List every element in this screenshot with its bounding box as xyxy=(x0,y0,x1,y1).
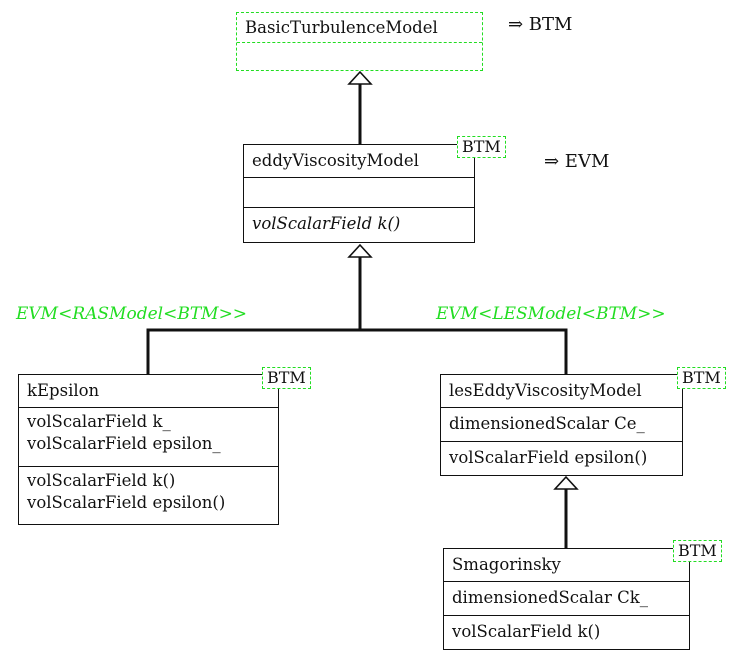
attributes-section xyxy=(244,178,474,208)
edge-kepsilon-to-evm xyxy=(146,328,360,374)
class-divider xyxy=(237,42,482,43)
method: volScalarField epsilon() xyxy=(27,493,226,512)
alias-evm: ⇒ EVM xyxy=(544,151,610,172)
methods-section: volScalarField k() volScalarField epsilo… xyxy=(19,467,278,524)
method: volScalarField k() xyxy=(27,471,176,490)
method: volScalarField epsilon() xyxy=(449,448,648,467)
class-eddy-viscosity-model: eddyViscosityModel volScalarField k() xyxy=(243,144,475,243)
template-tag-btm: BTM xyxy=(457,136,506,158)
method: volScalarField k() xyxy=(252,214,401,233)
inheritance-arrowhead-evm xyxy=(347,243,373,258)
class-basic-turbulence-model: BasicTurbulenceModel xyxy=(236,12,483,71)
class-name: BasicTurbulenceModel xyxy=(245,18,438,37)
inheritance-arrowhead-les xyxy=(553,475,579,490)
template-tag-btm: BTM xyxy=(262,367,311,389)
attribute: volScalarField epsilon_ xyxy=(27,434,221,453)
attribute: dimensionedScalar Ce_ xyxy=(441,408,682,442)
class-name: Smagorinsky xyxy=(444,549,689,582)
attributes-section: volScalarField k_ volScalarField epsilon… xyxy=(19,408,278,467)
class-name: eddyViscosityModel xyxy=(244,145,474,178)
alias-btm: ⇒ BTM xyxy=(508,14,573,35)
class-name: kEpsilon xyxy=(19,375,278,408)
attribute: volScalarField k_ xyxy=(27,412,171,431)
class-les-eddy-viscosity-model: lesEddyViscosityModel dimensionedScalar … xyxy=(440,374,683,476)
inheritance-arrowhead-btm xyxy=(347,70,373,85)
template-tag-btm: BTM xyxy=(677,367,726,389)
inheritance-label-les: EVM<LESModel<BTM>> xyxy=(436,304,666,324)
attribute: dimensionedScalar Ck_ xyxy=(444,582,689,616)
edge-les-to-evm xyxy=(360,328,568,374)
inheritance-label-ras: EVM<RASModel<BTM>> xyxy=(16,304,248,324)
class-name: lesEddyViscosityModel xyxy=(441,375,682,408)
class-smagorinsky: Smagorinsky dimensionedScalar Ck_ volSca… xyxy=(443,548,690,650)
method: volScalarField k() xyxy=(452,622,601,641)
class-k-epsilon: kEpsilon volScalarField k_ volScalarFiel… xyxy=(18,374,279,525)
template-tag-btm: BTM xyxy=(673,540,722,562)
